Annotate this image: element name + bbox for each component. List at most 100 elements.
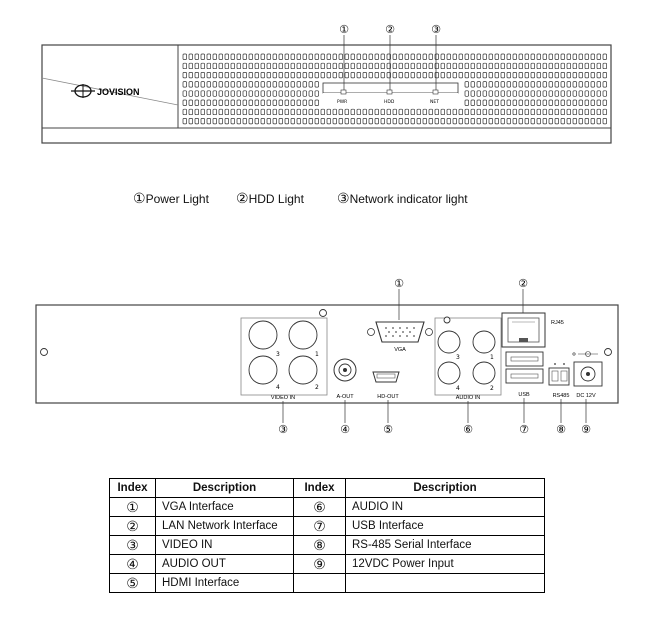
vent-slot (572, 62, 577, 70)
vent-slot (446, 108, 451, 116)
vent-slot (188, 72, 193, 79)
vent-slot (224, 53, 229, 60)
vent-slot (494, 118, 499, 125)
svg-text:4: 4 (456, 385, 460, 392)
vent-slot (530, 81, 535, 88)
vent-slot (368, 72, 373, 79)
vent-slot (380, 72, 385, 79)
vent-slot (482, 99, 487, 106)
vent-slot (200, 99, 205, 106)
vent-slot (488, 81, 493, 88)
vent-slot (398, 53, 403, 60)
vent-slot (506, 81, 511, 88)
vent-slot (278, 108, 283, 116)
vent-slot (290, 62, 295, 70)
vent-slot (488, 53, 493, 60)
vent-slot (572, 81, 577, 88)
vent-slot (374, 62, 379, 70)
video-in-label: VIDEO IN (271, 395, 295, 401)
vent-slot (296, 118, 301, 125)
index-cell (293, 573, 346, 593)
svg-text:1: 1 (490, 354, 494, 361)
vent-slot (314, 72, 319, 79)
vent-slot (500, 118, 505, 125)
vent-slot (302, 81, 307, 88)
vent-slot (488, 62, 493, 70)
vent-slot (542, 53, 547, 60)
vent-slot (542, 99, 547, 106)
vent-slot (338, 62, 343, 70)
vent-slot (272, 53, 277, 60)
rj45-label: RJ45 (551, 320, 564, 326)
description-cell (345, 573, 545, 593)
vent-slot (452, 62, 457, 70)
index-cell: ⑨ (293, 554, 346, 574)
vent-slot (566, 53, 571, 60)
vent-slot (524, 90, 529, 97)
vent-slot (560, 118, 565, 125)
vent-slot (314, 81, 319, 88)
vent-slot (554, 62, 559, 70)
svg-text:2: 2 (315, 384, 319, 391)
vent-slot (308, 53, 313, 60)
vent-slot (536, 99, 541, 106)
vent-slot (488, 72, 493, 79)
vent-slot (218, 118, 223, 125)
vent-slot (554, 72, 559, 79)
vent-slot (218, 72, 223, 79)
vent-slot (380, 53, 385, 60)
vent-slot (344, 53, 349, 60)
vent-slot (398, 72, 403, 79)
vent-slot (554, 99, 559, 106)
vent-slot (224, 72, 229, 79)
indicator-label-band (323, 93, 458, 106)
vent-slot (194, 118, 199, 125)
vent-slot (404, 118, 409, 125)
vent-slot (260, 81, 265, 88)
description-cell: USB Interface (345, 516, 545, 536)
vent-slot (200, 108, 205, 116)
vent-slot (218, 99, 223, 106)
vent-slot (236, 99, 241, 106)
vent-slot (554, 90, 559, 97)
vent-slot (362, 53, 367, 60)
vent-slot (260, 108, 265, 116)
vent-slot (182, 90, 187, 97)
vent-slot (416, 53, 421, 60)
audio-out-port: A-OUT (333, 358, 357, 400)
vent-slot (584, 72, 589, 79)
vent-slot (314, 53, 319, 60)
vent-slot (266, 81, 271, 88)
vent-slot (506, 90, 511, 97)
vent-slot (206, 81, 211, 88)
vent-slot (590, 99, 595, 106)
index-cell: ⑥ (293, 497, 346, 517)
vent-slot (272, 72, 277, 79)
vent-slot (566, 62, 571, 70)
vent-slot (290, 81, 295, 88)
vent-slot (236, 118, 241, 125)
vent-slot (548, 81, 553, 88)
vent-slot (266, 72, 271, 79)
vent-slot (410, 108, 415, 116)
vent-slot (590, 53, 595, 60)
vent-slot (548, 99, 553, 106)
vent-slot (290, 90, 295, 97)
vent-slot (560, 108, 565, 116)
vent-slot (218, 81, 223, 88)
vent-slot (296, 62, 301, 70)
vent-slot (446, 118, 451, 125)
vent-slot (236, 62, 241, 70)
vent-slot (338, 118, 343, 125)
vent-slot (464, 118, 469, 125)
vent-slot (248, 118, 253, 125)
vent-slot (194, 108, 199, 116)
vent-slot (206, 108, 211, 116)
video-port-1 (288, 320, 318, 350)
index-cell: ⑤ (109, 573, 156, 593)
vent-slot (212, 81, 217, 88)
vent-slot (476, 90, 481, 97)
vent-slot (230, 118, 235, 125)
vent-slot (548, 90, 553, 97)
vent-slot (470, 108, 475, 116)
